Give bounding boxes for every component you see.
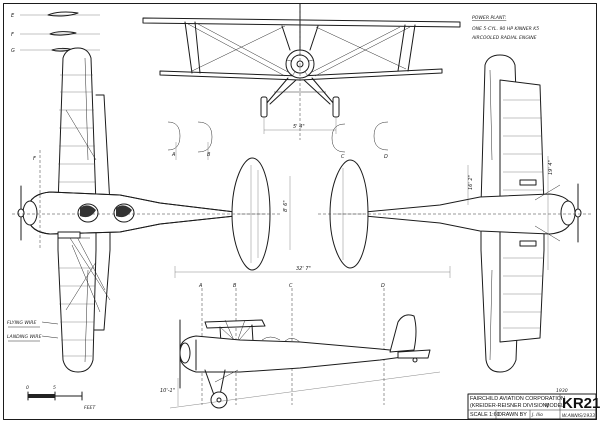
center-dims: 8' 6" 32' 7": [174, 176, 451, 278]
drawn-by-signature: J. Ilio: [531, 412, 543, 418]
year-label: 1930: [556, 388, 568, 394]
flying-wire-label: FLYING WIRE: [7, 320, 36, 326]
section-label-b: B: [207, 152, 211, 158]
scale-five: 5: [53, 385, 56, 391]
scale-feet-label: FEET: [84, 405, 96, 411]
landing-wire-label: LANDING WIRE: [7, 334, 42, 340]
division-name: (KREIDER-REISNER DIVISION): [470, 403, 549, 409]
side-view: A B C D 1: [160, 283, 441, 409]
power-plant-heading: POWER PLANT:: [472, 15, 507, 21]
side-station-a: A: [198, 283, 203, 289]
checked-signature: W.ANNIS/1933: [562, 413, 595, 419]
section-label-d: D: [384, 154, 388, 160]
wire-legend: FLYING WIRE LANDING WIRE: [7, 320, 59, 342]
drawn-by-label: DRAWN BY: [498, 412, 527, 418]
side-station-b: B: [233, 283, 237, 289]
airfoil-sections: E F G: [11, 11, 100, 54]
power-plant-note: POWER PLANT: ONE 5-CYL. 90 HP KINNER K5 …: [471, 15, 539, 41]
side-station-d: D: [381, 283, 385, 289]
height-dimension: 8' 6": [283, 200, 289, 212]
airfoil-label-e: E: [11, 13, 15, 19]
bottom-view: 19' 4" 16' 2": [318, 54, 592, 373]
company-name: FAIRCHILD AVIATION CORPORATION: [470, 396, 565, 402]
title-block: 1930 FAIRCHILD AVIATION CORPORATION (KRE…: [467, 388, 600, 420]
scale-bar: 0 5 FEET: [26, 385, 96, 411]
front-view: 5' 4": [142, 3, 461, 140]
section-label-a: A: [171, 152, 176, 158]
span-dimension: 32' 7": [296, 266, 311, 272]
section-label-c: C: [341, 154, 345, 160]
airfoil-label-g: G: [11, 48, 15, 54]
top-view: F: [12, 47, 282, 373]
side-view-dim: 10'-1": [160, 388, 175, 394]
scale-zero: 0: [26, 385, 29, 391]
top-view-dim: 16' 2": [468, 175, 474, 190]
power-plant-line1: ONE 5-CYL. 90 HP KINNER K5: [472, 26, 539, 32]
side-station-c: C: [289, 283, 293, 289]
bottom-view-dim: 19' 4": [548, 160, 554, 175]
power-plant-line2: AIRCOOLED RADIAL ENGINE: [471, 35, 537, 41]
top-station-f: F: [33, 156, 36, 162]
tread-dimension: 5' 4": [293, 124, 305, 130]
model-label: MODEL: [545, 403, 564, 409]
scale-label: SCALE 1:60: [470, 412, 500, 418]
airfoil-label-f: F: [11, 32, 14, 38]
station-sections: A B C D: [167, 121, 389, 160]
model-designation: KR21: [562, 395, 600, 412]
